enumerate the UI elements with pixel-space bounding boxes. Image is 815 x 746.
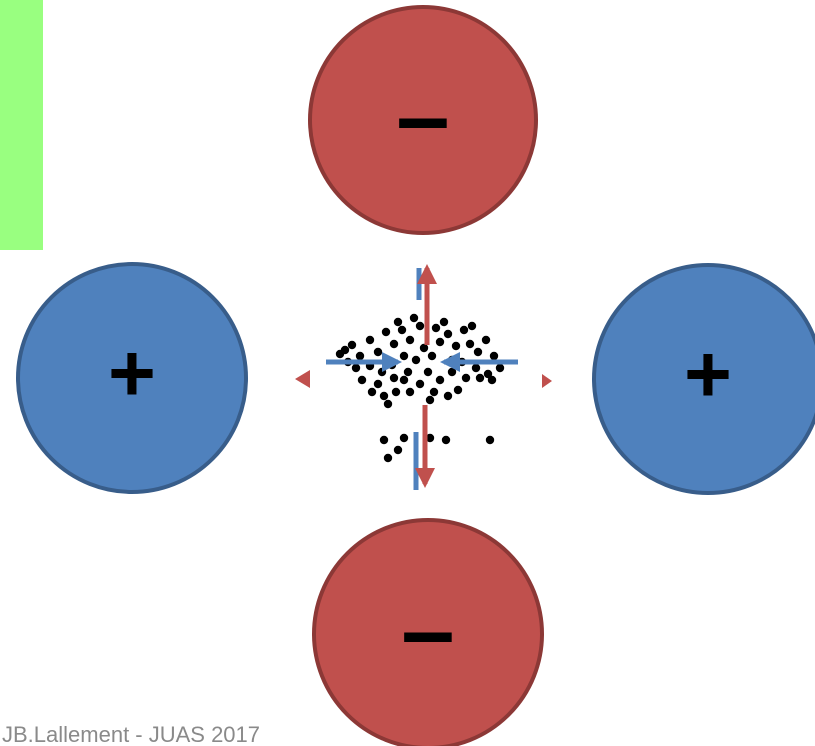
particle: [411, 355, 421, 365]
pole-right-label: +: [684, 329, 732, 420]
particle: [403, 367, 413, 377]
particle: [365, 335, 375, 345]
particle: [489, 351, 499, 361]
particle: [495, 363, 505, 373]
particle: [357, 375, 367, 385]
particle: [465, 339, 475, 349]
particle: [441, 435, 451, 445]
particle: [355, 351, 365, 361]
particle-cloud: [335, 313, 505, 463]
particle: [367, 387, 377, 397]
particle: [471, 363, 481, 373]
accent-bar: [0, 0, 43, 250]
particle: [429, 387, 439, 397]
particle: [483, 369, 493, 379]
particle: [405, 387, 415, 397]
particle: [393, 445, 403, 455]
footer-credit: JB.Lallement - JUAS 2017: [2, 722, 261, 746]
particle: [427, 351, 437, 361]
pole-top-negative: –: [308, 5, 538, 235]
particle: [391, 387, 401, 397]
particle: [399, 351, 409, 361]
particle: [415, 379, 425, 389]
particle: [393, 317, 403, 327]
particle: [453, 385, 463, 395]
left-arrowhead-icon: [295, 370, 310, 388]
particle: [467, 321, 477, 331]
particle: [377, 367, 387, 377]
pole-bottom-negative: –: [312, 518, 544, 746]
particle: [389, 339, 399, 349]
particle: [451, 341, 461, 351]
particle: [335, 349, 345, 359]
particle: [415, 321, 425, 331]
pole-top-label: –: [396, 63, 450, 170]
particle: [351, 363, 361, 373]
particle: [399, 375, 409, 385]
particle: [431, 323, 441, 333]
particle: [459, 325, 469, 335]
particle: [397, 325, 407, 335]
particle: [381, 327, 391, 337]
particle: [389, 373, 399, 383]
particle: [379, 435, 389, 445]
particle: [383, 453, 393, 463]
particle: [423, 367, 433, 377]
particle: [439, 317, 449, 327]
particle: [379, 391, 389, 401]
particle: [373, 379, 383, 389]
particle: [373, 347, 383, 357]
particle: [473, 347, 483, 357]
pole-left-positive: +: [16, 262, 248, 494]
pole-left-label: +: [108, 328, 156, 419]
particle: [487, 375, 497, 385]
pole-right-positive: +: [592, 263, 815, 495]
particle: [435, 337, 445, 347]
particle: [383, 399, 393, 409]
particle: [481, 335, 491, 345]
right-arrowhead-icon: [542, 374, 552, 388]
pole-bottom-label: –: [401, 577, 455, 684]
particle: [435, 375, 445, 385]
particle: [443, 391, 453, 401]
particle: [443, 329, 453, 339]
particle: [409, 313, 419, 323]
particle: [425, 395, 435, 405]
particle: [419, 343, 429, 353]
particle: [425, 433, 435, 443]
particle: [405, 335, 415, 345]
particle: [447, 367, 457, 377]
particle: [347, 340, 357, 350]
particle: [399, 433, 409, 443]
particle: [485, 435, 495, 445]
particle: [461, 373, 471, 383]
particle: [475, 373, 485, 383]
